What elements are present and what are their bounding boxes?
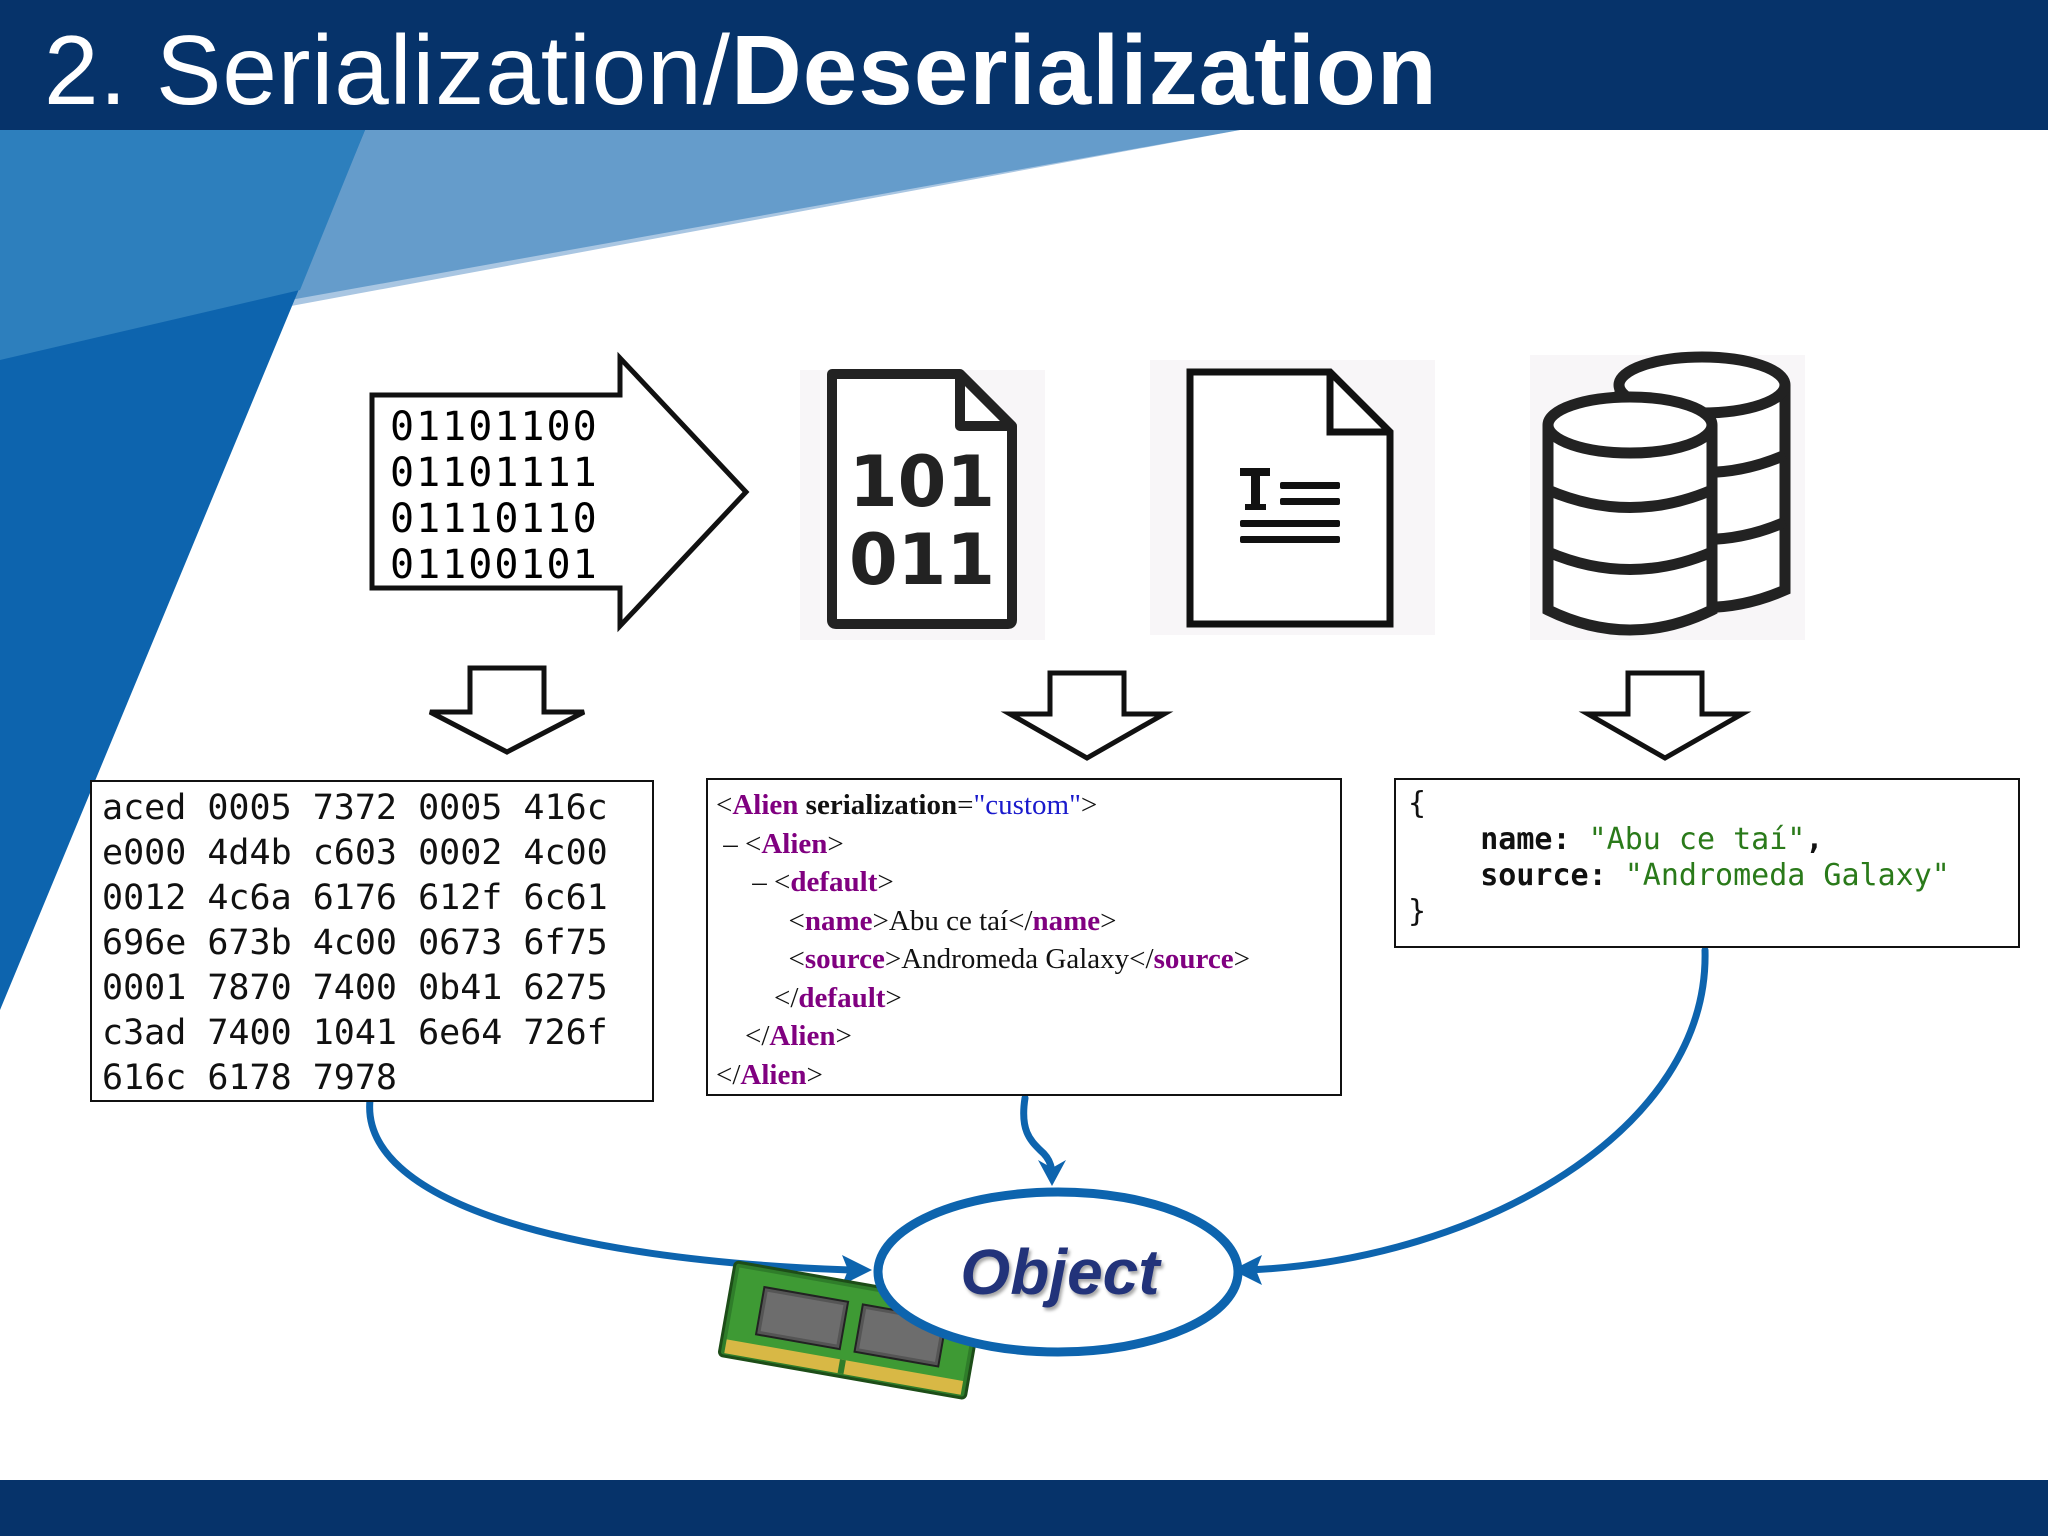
hex-line: aced 0005 7372 0005 416c xyxy=(102,788,608,828)
hex-line: 696e 673b 4c00 0673 6f75 xyxy=(102,923,608,963)
footer-bar xyxy=(0,1480,2048,1536)
hex-line: c3ad 7400 1041 6e64 726f xyxy=(102,1013,608,1053)
binary-line: 01101100 xyxy=(390,404,599,450)
object-label: Object xyxy=(960,1236,1160,1308)
binary-arrow-icon xyxy=(369,351,750,633)
xml-box: <Alien serialization="custom"> – <Alien>… xyxy=(706,778,1342,1096)
hex-line: e000 4d4b c603 0002 4c00 xyxy=(102,833,608,873)
binary-line: 01110110 xyxy=(390,496,599,542)
hex-line: 616c 6178 7978 xyxy=(102,1058,398,1098)
json-box: { name: "Abu ce taí", source: "Andromeda… xyxy=(1394,778,2020,948)
xml-line-alien-close: </Alien> xyxy=(745,1020,852,1052)
xml-line-default-open: – <default> xyxy=(752,866,894,898)
xml-line-alien-open: – <Alien> xyxy=(723,827,844,860)
json-line-name: name: "Abu ce taí", xyxy=(1480,822,1824,857)
json-close-brace: } xyxy=(1408,894,1427,929)
hex-dump-box: aced 0005 7372 0005 416c e000 4d4b c603 … xyxy=(90,780,654,1102)
down-arrow-right xyxy=(1578,670,1752,761)
binary-text: 01101100 01101111 01110110 01100101 xyxy=(390,404,599,588)
connector-arrowheads xyxy=(842,1160,1262,1285)
text-document-icon xyxy=(1150,360,1435,635)
json-line-source: source: "Andromeda Galaxy" xyxy=(1480,858,1950,893)
xml-line-name: <name>Abu ce taí</name> xyxy=(788,904,1117,937)
xml-line-source: <source>Andromeda Galaxy</source> xyxy=(788,943,1250,975)
binary-line: 01100101 xyxy=(390,542,599,588)
hex-line: 0001 7870 7400 0b41 6275 xyxy=(102,968,608,1008)
slide-title: 2. Serialization/Deserialization xyxy=(44,15,1438,125)
down-arrow-left xyxy=(428,665,586,755)
xml-line-root: <Alien serialization="custom"> xyxy=(716,789,1098,821)
binary-file-text-1: 101 xyxy=(849,441,995,523)
database-icon xyxy=(1530,351,1805,640)
binary-file-text-2: 011 xyxy=(849,519,995,601)
binary-file-icon: 101 011 xyxy=(800,369,1045,640)
xml-line-root-close: </Alien> xyxy=(716,1058,823,1091)
accent-blue-wedge xyxy=(0,130,365,360)
xml-line-default-close: </default> xyxy=(774,981,902,1014)
title-bar xyxy=(0,0,2048,130)
object-ellipse xyxy=(873,1187,1243,1357)
json-open-brace: { xyxy=(1408,786,1427,821)
down-arrow-middle xyxy=(1000,670,1174,761)
binary-line: 01101111 xyxy=(390,450,599,496)
hex-line: 0012 4c6a 6176 612f 6c61 xyxy=(102,878,608,918)
